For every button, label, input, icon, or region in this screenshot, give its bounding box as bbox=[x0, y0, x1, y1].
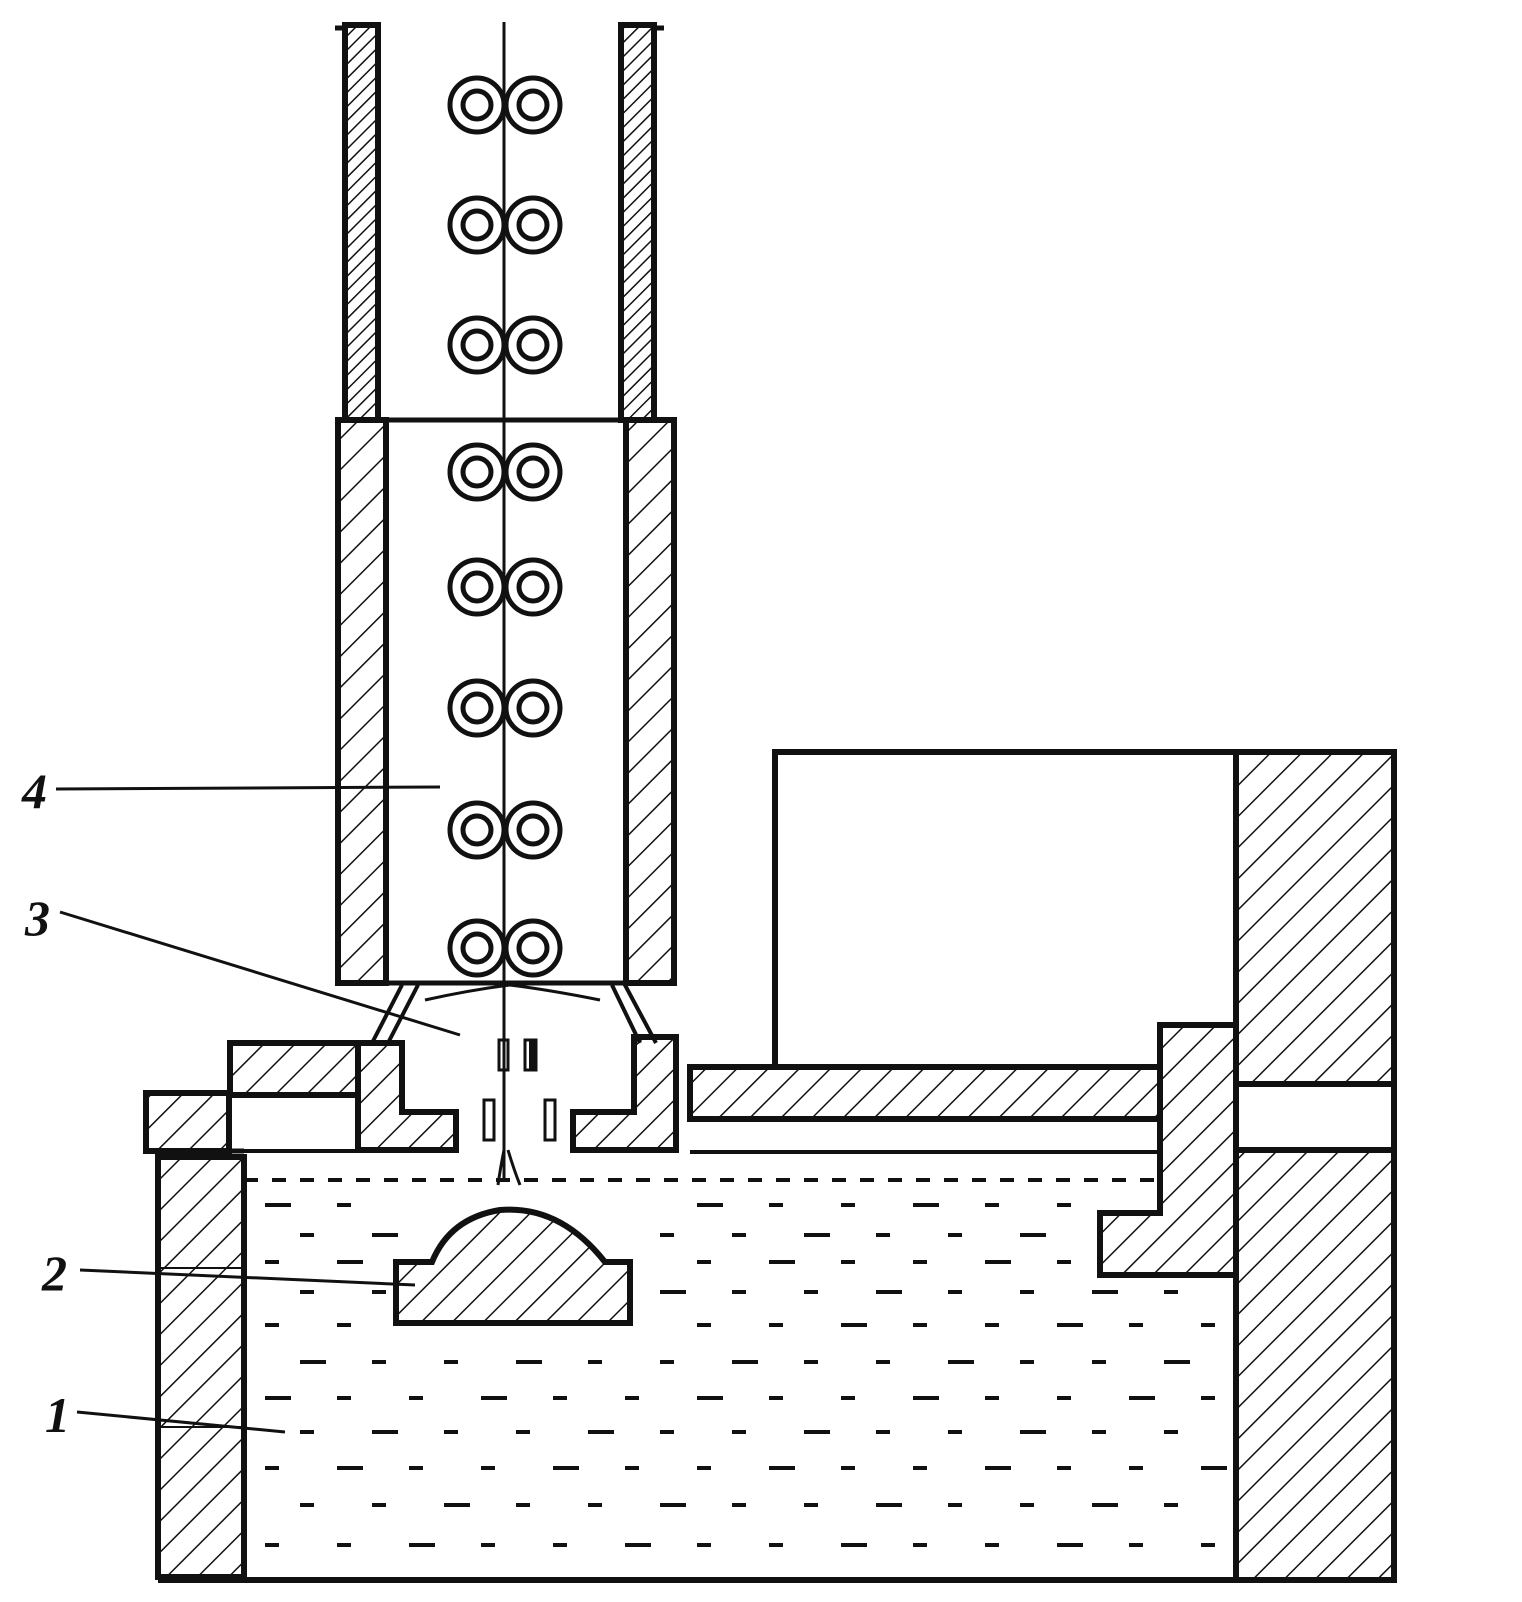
label-4: 4 bbox=[21, 763, 47, 819]
roller-hub bbox=[516, 328, 550, 362]
roller-6-left bbox=[447, 678, 507, 738]
label-1: 1 bbox=[45, 1387, 70, 1443]
roller-8-left bbox=[447, 918, 507, 978]
roller-hub bbox=[516, 88, 550, 122]
cover-slab-left bbox=[227, 1040, 365, 1098]
tank-right-wall-lower bbox=[1233, 1147, 1397, 1583]
roller-hub bbox=[516, 455, 550, 489]
molten-glass-dashes bbox=[265, 1203, 1227, 1547]
debiteuse-left-block bbox=[355, 1040, 459, 1153]
tank bbox=[143, 749, 1397, 1583]
label-3: 3 bbox=[24, 890, 50, 946]
callouts: 4 3 2 1 bbox=[21, 763, 461, 1443]
roller-hub bbox=[460, 813, 494, 847]
leader-4 bbox=[55, 785, 441, 791]
roller-7-left bbox=[447, 800, 507, 860]
debiteuse bbox=[355, 983, 679, 1186]
leader-1 bbox=[76, 1410, 286, 1434]
roller-2-left bbox=[447, 195, 507, 255]
leader-2 bbox=[79, 1268, 416, 1287]
upper-shaft-left-wall bbox=[342, 22, 381, 423]
roller-hub bbox=[460, 570, 494, 604]
roller-3-left bbox=[447, 315, 507, 375]
roller-hub bbox=[516, 813, 550, 847]
roller-4-right bbox=[503, 442, 563, 502]
leader-3 bbox=[59, 910, 461, 1037]
roller-1-right bbox=[503, 75, 563, 135]
tank-left-wall-top bbox=[143, 1090, 232, 1154]
roller-8-right bbox=[503, 918, 563, 978]
label-2: 2 bbox=[41, 1245, 67, 1301]
roller-2-right bbox=[503, 195, 563, 255]
roller-hub bbox=[460, 88, 494, 122]
roller-hub bbox=[460, 208, 494, 242]
roller-3-right bbox=[503, 315, 563, 375]
roller-hub bbox=[460, 691, 494, 725]
roller-pairs bbox=[447, 75, 563, 978]
roller-hub bbox=[516, 691, 550, 725]
draw-chamber bbox=[335, 417, 677, 986]
roller-6-right bbox=[503, 678, 563, 738]
upper-shaft-walls bbox=[335, 22, 664, 423]
tank-right-wall-gap bbox=[1233, 1081, 1397, 1153]
tank-left-wall bbox=[155, 1154, 247, 1580]
upper-shaft-right-wall bbox=[618, 22, 657, 423]
roller-hub bbox=[460, 931, 494, 965]
roller-4-left bbox=[447, 442, 507, 502]
cover-slab-right bbox=[687, 1064, 1163, 1122]
roller-hub bbox=[516, 570, 550, 604]
roller-1-left bbox=[447, 75, 507, 135]
roller-hub bbox=[516, 208, 550, 242]
cooling-box bbox=[687, 749, 1239, 1278]
roller-5-left bbox=[447, 557, 507, 617]
submerged-float bbox=[393, 1206, 633, 1326]
draw-chamber-left-wall bbox=[335, 417, 389, 986]
debiteuse-right-block bbox=[570, 1034, 679, 1153]
draw-chamber-right-wall bbox=[623, 417, 677, 986]
tank-right-wall-upper bbox=[1233, 749, 1397, 1087]
roller-hub bbox=[460, 455, 494, 489]
roller-hub bbox=[516, 931, 550, 965]
roller-7-right bbox=[503, 800, 563, 860]
roller-hub bbox=[460, 328, 494, 362]
roller-5-right bbox=[503, 557, 563, 617]
